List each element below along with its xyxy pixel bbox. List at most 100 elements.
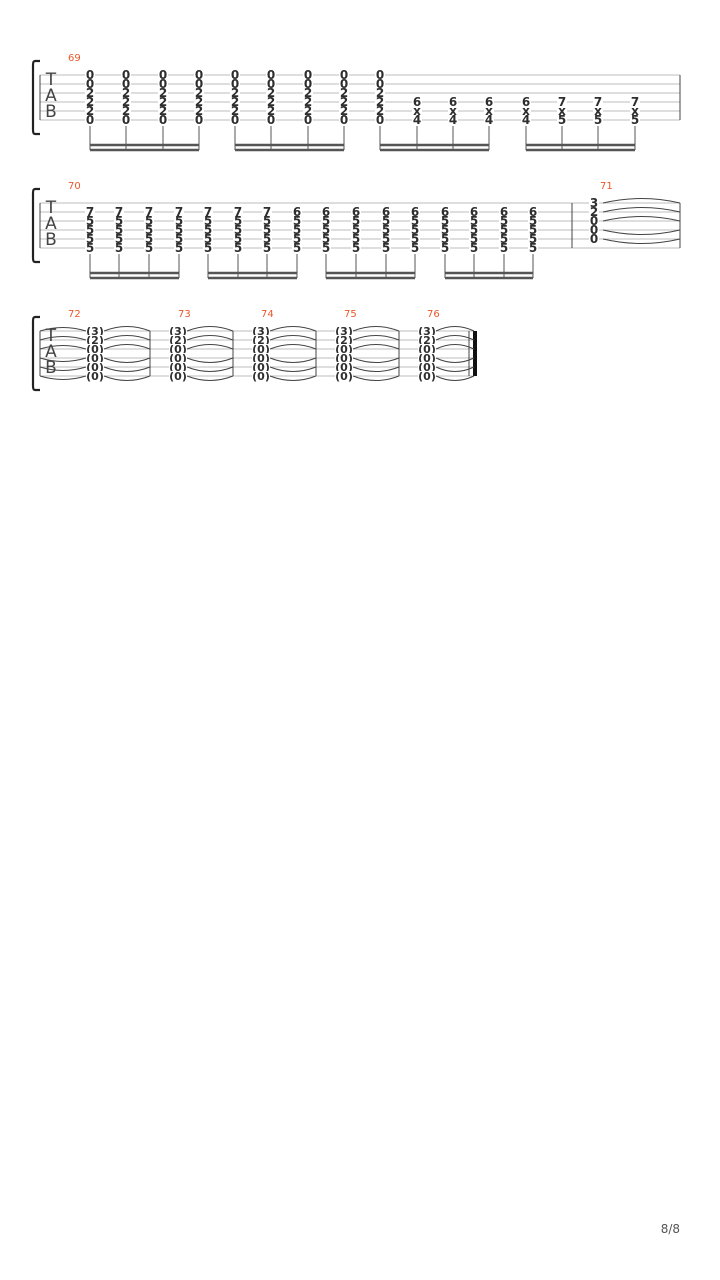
note-column: (3)(2)(0)(0)(0)(0) [252, 325, 270, 383]
tie-arc [269, 326, 317, 332]
fret-mask [144, 225, 154, 235]
fret-number: 0 [122, 113, 130, 127]
fret-mask [440, 207, 450, 217]
tie-arc [435, 335, 475, 341]
fret-number: 0 [122, 77, 130, 91]
fret-number: x [485, 104, 493, 118]
fret-mask [169, 335, 187, 345]
fret-number: (0) [169, 343, 187, 356]
fret-mask [593, 106, 603, 116]
tie-arc [103, 366, 151, 372]
fret-number: (0) [418, 343, 436, 356]
fret-mask [630, 106, 640, 116]
fret-number: 5 [293, 232, 301, 246]
fret-number: (0) [252, 361, 270, 374]
fret-number: (2) [169, 334, 187, 347]
fret-number: 2 [376, 86, 384, 100]
fret-number: 5 [411, 241, 419, 255]
fret-number: 0 [376, 68, 384, 82]
fret-number: 2 [86, 86, 94, 100]
fret-mask [593, 115, 603, 125]
tie-arc [435, 326, 475, 332]
fret-mask [230, 115, 240, 125]
fret-mask [174, 243, 184, 253]
fret-mask [335, 353, 353, 363]
fret-number: 6 [449, 95, 457, 109]
fret-number: 0 [231, 68, 239, 82]
fret-number: 2 [195, 86, 203, 100]
fret-number: 5 [293, 214, 301, 228]
fret-number: 5 [352, 232, 360, 246]
fret-number: 5 [322, 223, 330, 237]
fret-mask [375, 115, 385, 125]
fret-mask [412, 115, 422, 125]
fret-mask [589, 198, 599, 208]
fret-mask [233, 207, 243, 217]
tab-clef-letter: T [45, 70, 57, 90]
tab-clef-letter: B [45, 102, 57, 122]
fret-mask [418, 326, 436, 336]
fret-number: (0) [86, 343, 104, 356]
note-column: 7x5 [630, 95, 640, 150]
fret-number: 5 [558, 113, 566, 127]
fret-mask [262, 216, 272, 226]
fret-number: 2 [159, 104, 167, 118]
fret-mask [303, 106, 313, 116]
tie-arc [186, 375, 234, 381]
fret-number: 6 [522, 95, 530, 109]
fret-mask [230, 79, 240, 89]
tie-arc [39, 375, 87, 380]
fret-mask [335, 326, 353, 336]
tab-clef-letter: B [45, 230, 57, 250]
fret-mask [528, 216, 538, 226]
fret-mask [418, 353, 436, 363]
tab-clef-letter: T [45, 326, 57, 346]
fret-mask [252, 362, 270, 372]
tie-arc [39, 336, 87, 341]
fret-number: 5 [204, 241, 212, 255]
fret-number: 5 [86, 241, 94, 255]
fret-mask [121, 79, 131, 89]
fret-mask [381, 216, 391, 226]
fret-mask [335, 371, 353, 381]
fret-number: 0 [340, 68, 348, 82]
fret-number: (0) [86, 352, 104, 365]
fret-number: 7 [263, 205, 271, 219]
fret-number: (0) [418, 370, 436, 383]
fret-number: 2 [267, 95, 275, 109]
fret-number: 5 [145, 232, 153, 246]
fret-number: 5 [115, 241, 123, 255]
fret-mask [303, 115, 313, 125]
fret-mask [499, 207, 509, 217]
fret-mask [85, 88, 95, 98]
fret-number: 5 [115, 223, 123, 237]
fret-mask [85, 79, 95, 89]
fret-number: 0 [86, 68, 94, 82]
tab-clef-letter: A [45, 86, 57, 106]
tie-arc [39, 345, 87, 350]
staff-system-3: TAB72(3)(2)(0)(0)(0)(0)73(3)(2)(0)(0)(0)… [31, 309, 477, 392]
fret-number: 7 [115, 205, 123, 219]
fret-mask [86, 362, 104, 372]
note-column: (3)(2)(0)(0)(0)(0) [335, 325, 353, 383]
fret-number: 7 [86, 205, 94, 219]
fret-mask [233, 234, 243, 244]
fret-mask [440, 234, 450, 244]
fret-mask [351, 225, 361, 235]
fret-number: 2 [590, 205, 598, 219]
fret-number: 5 [631, 113, 639, 127]
fret-number: (0) [418, 361, 436, 374]
fret-number: 5 [382, 223, 390, 237]
tie-arc [103, 335, 151, 341]
fret-number: 2 [304, 104, 312, 118]
fret-mask [335, 344, 353, 354]
